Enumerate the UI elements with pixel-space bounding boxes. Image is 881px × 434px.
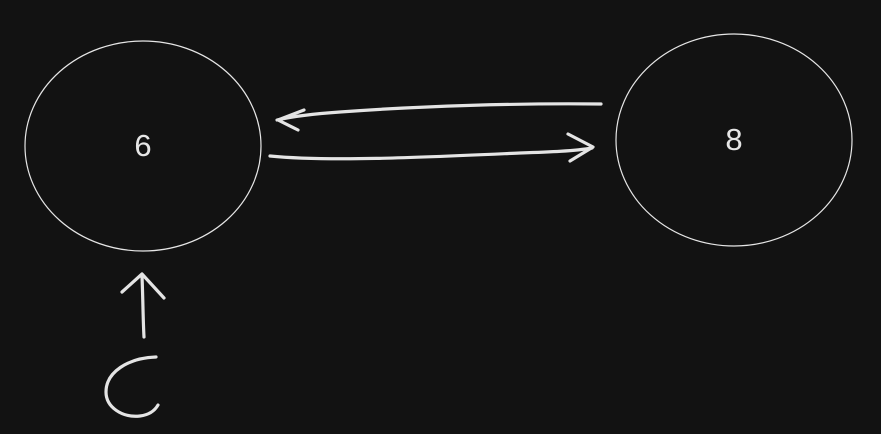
start-mark-c — [104, 355, 160, 418]
node-8[interactable]: 8 — [615, 33, 853, 247]
node-6-label: 6 — [134, 128, 151, 163]
node-8-outline — [615, 33, 853, 247]
start-arrow-head — [120, 272, 166, 300]
edge-8-to-6-arrowhead — [276, 108, 306, 132]
c-glyph — [104, 355, 160, 418]
edge-6-to-8-line — [268, 146, 594, 161]
edge-8-to-6[interactable] — [275, 102, 603, 132]
node-6-outline — [24, 40, 262, 252]
node-6[interactable]: 6 — [24, 40, 262, 252]
start-arrow-line — [140, 274, 146, 339]
edge-start-to-6[interactable] — [120, 272, 166, 339]
edge-6-to-8[interactable] — [268, 132, 595, 163]
edge-8-to-6-line — [275, 102, 603, 122]
node-8-label: 8 — [725, 122, 742, 157]
edge-6-to-8-arrowhead — [566, 132, 595, 163]
